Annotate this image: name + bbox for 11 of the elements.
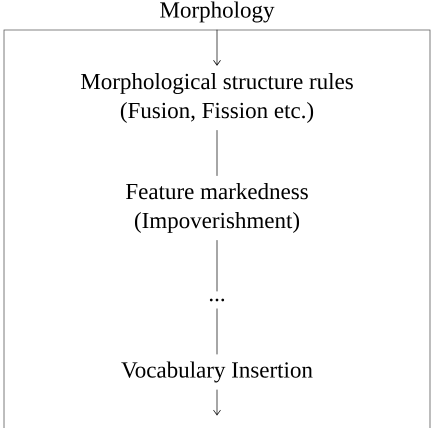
stage-label: Morphological structure rules (Fusion, Fission etc.) — [80, 73, 353, 123]
connector-line — [216, 130, 218, 176]
stage-label: Morphology — [160, 2, 274, 22]
arrow — [213, 389, 221, 416]
stage-label: Vocabulary Insertion — [121, 362, 313, 382]
frame — [4, 30, 430, 428]
connector-line — [216, 308, 218, 355]
stage-label: ... — [210, 298, 224, 302]
stage-label: Feature markedness (Impoverishment) — [126, 183, 308, 233]
connector-line — [216, 240, 218, 292]
arrow — [213, 29, 221, 66]
